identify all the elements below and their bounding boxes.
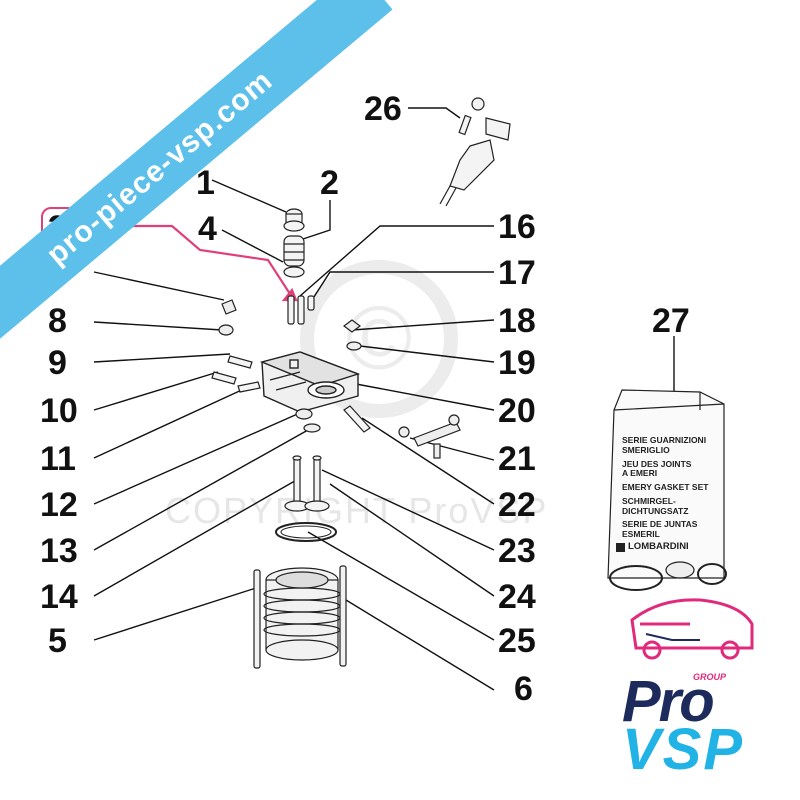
leader-5 [93,587,257,641]
leader-24 [329,483,495,597]
gasket-kit-line: JEU DES JOINTS [622,458,692,469]
lombardini-mark-icon [616,543,625,552]
callout-27: 27 [652,302,690,340]
leader-19 [359,345,495,363]
leader-18 [351,319,495,331]
logo-pro-text: Pro [622,669,715,734]
logo-vsp-text: VSP [622,717,745,782]
leader-26 [408,107,461,119]
callout-11: 11 [40,440,76,478]
callout-26: 26 [364,90,402,128]
callout-24: 24 [498,578,536,616]
callout-18: 18 [498,302,536,340]
leader-13 [93,429,309,551]
callout-6: 6 [514,670,533,708]
logo-group-text: GROUP [693,672,727,682]
leader-22 [361,417,495,505]
leader-8 [93,321,223,331]
callout-22: 22 [498,486,536,524]
callout-5: 5 [48,622,67,660]
callout-8: 8 [48,302,67,340]
leader-10 [93,371,219,411]
leader-17 [311,271,494,301]
gasket-kit-line: SCHMIRGEL- [622,495,676,506]
leader-11 [93,387,247,459]
callout-13: 13 [40,532,78,570]
callout-19: 19 [498,344,536,382]
lombardini-brand: LOMBARDINI [628,541,689,552]
gasket-kit-line: SMERIGLIO [622,444,670,455]
leader-20 [355,383,495,411]
leader-12 [93,411,303,505]
highlight-leader-3 [74,224,291,295]
gasket-kit-line: DICHTUNGSATZ [622,505,689,516]
leader-4 [221,229,284,263]
callout-10: 10 [40,392,78,430]
leader-25 [307,531,495,641]
gasket-kit-line: SERIE DE JUNTAS [622,519,698,530]
leader-23 [321,469,495,551]
callout-23: 23 [498,532,536,570]
leader-2 [299,200,331,241]
gasket-kit-line: ESMERIL [622,529,660,540]
car-outline-logo-icon [630,598,754,660]
callout-2: 2 [320,164,339,202]
gasket-kit-line: SERIE GUARNIZIONI [622,435,707,445]
leader-1 [211,179,287,213]
gasket-kit-line: A EMERI [622,468,658,479]
leader-14 [93,477,301,597]
callout-4: 4 [198,210,217,248]
callout-12: 12 [40,486,78,524]
callout-14: 14 [40,578,78,616]
leader-16 [299,225,494,297]
callout-17: 17 [498,254,536,292]
callout-16: 16 [498,208,536,246]
gasket-kit-line: EMERY GASKET SET [622,482,709,493]
callout-1: 1 [196,164,215,202]
leader-7 [93,271,225,301]
leader-9 [93,353,231,363]
leader-6 [345,599,495,691]
callout-9: 9 [48,344,67,382]
gasket-kit-label: SERIE GUARNIZIONI SMERIGLIO JEU DES JOIN… [622,435,709,540]
callout-20: 20 [498,392,536,430]
callout-25: 25 [498,622,536,660]
callout-21: 21 [498,440,536,478]
